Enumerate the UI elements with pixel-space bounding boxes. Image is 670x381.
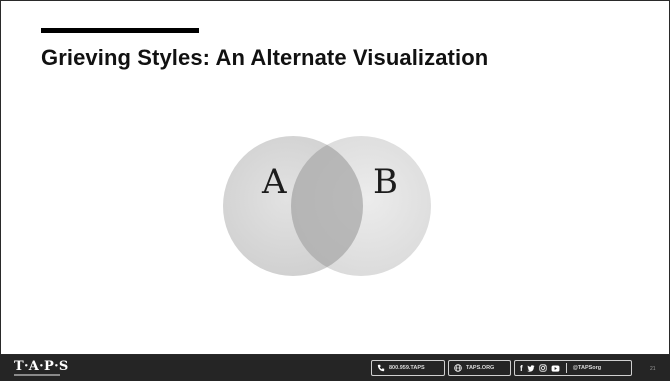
- slide-title: Grieving Styles: An Alternate Visualizat…: [41, 45, 489, 70]
- slide: Grieving Styles: An Alternate Visualizat…: [0, 0, 670, 355]
- logo-tagline: [14, 374, 60, 376]
- website-pill[interactable]: TAPS.ORG: [448, 360, 511, 376]
- facebook-icon[interactable]: f: [520, 363, 523, 373]
- page-number: 21: [650, 366, 656, 372]
- venn-diagram: A B: [223, 136, 431, 276]
- footer-bar: T·A·P·S 800.959.TAPS TAPS.ORG f @TAPSo: [0, 355, 670, 381]
- social-pill: f @TAPSorg: [514, 360, 632, 376]
- phone-number: 800.959.TAPS: [389, 365, 425, 371]
- title-accent-rule: [41, 28, 199, 33]
- youtube-icon[interactable]: [551, 364, 560, 372]
- twitter-icon[interactable]: [526, 364, 535, 372]
- taps-logo: T·A·P·S: [14, 359, 69, 374]
- venn-label-a: A: [261, 162, 287, 202]
- phone-icon: [377, 364, 385, 372]
- instagram-icon[interactable]: [539, 364, 547, 372]
- venn-intersection: [291, 136, 363, 276]
- globe-icon: [454, 364, 462, 372]
- phone-pill[interactable]: 800.959.TAPS: [371, 360, 445, 376]
- website-url: TAPS.ORG: [466, 365, 495, 371]
- social-divider: [565, 363, 567, 373]
- social-handle: @TAPSorg: [572, 365, 602, 371]
- venn-label-b: B: [373, 162, 398, 202]
